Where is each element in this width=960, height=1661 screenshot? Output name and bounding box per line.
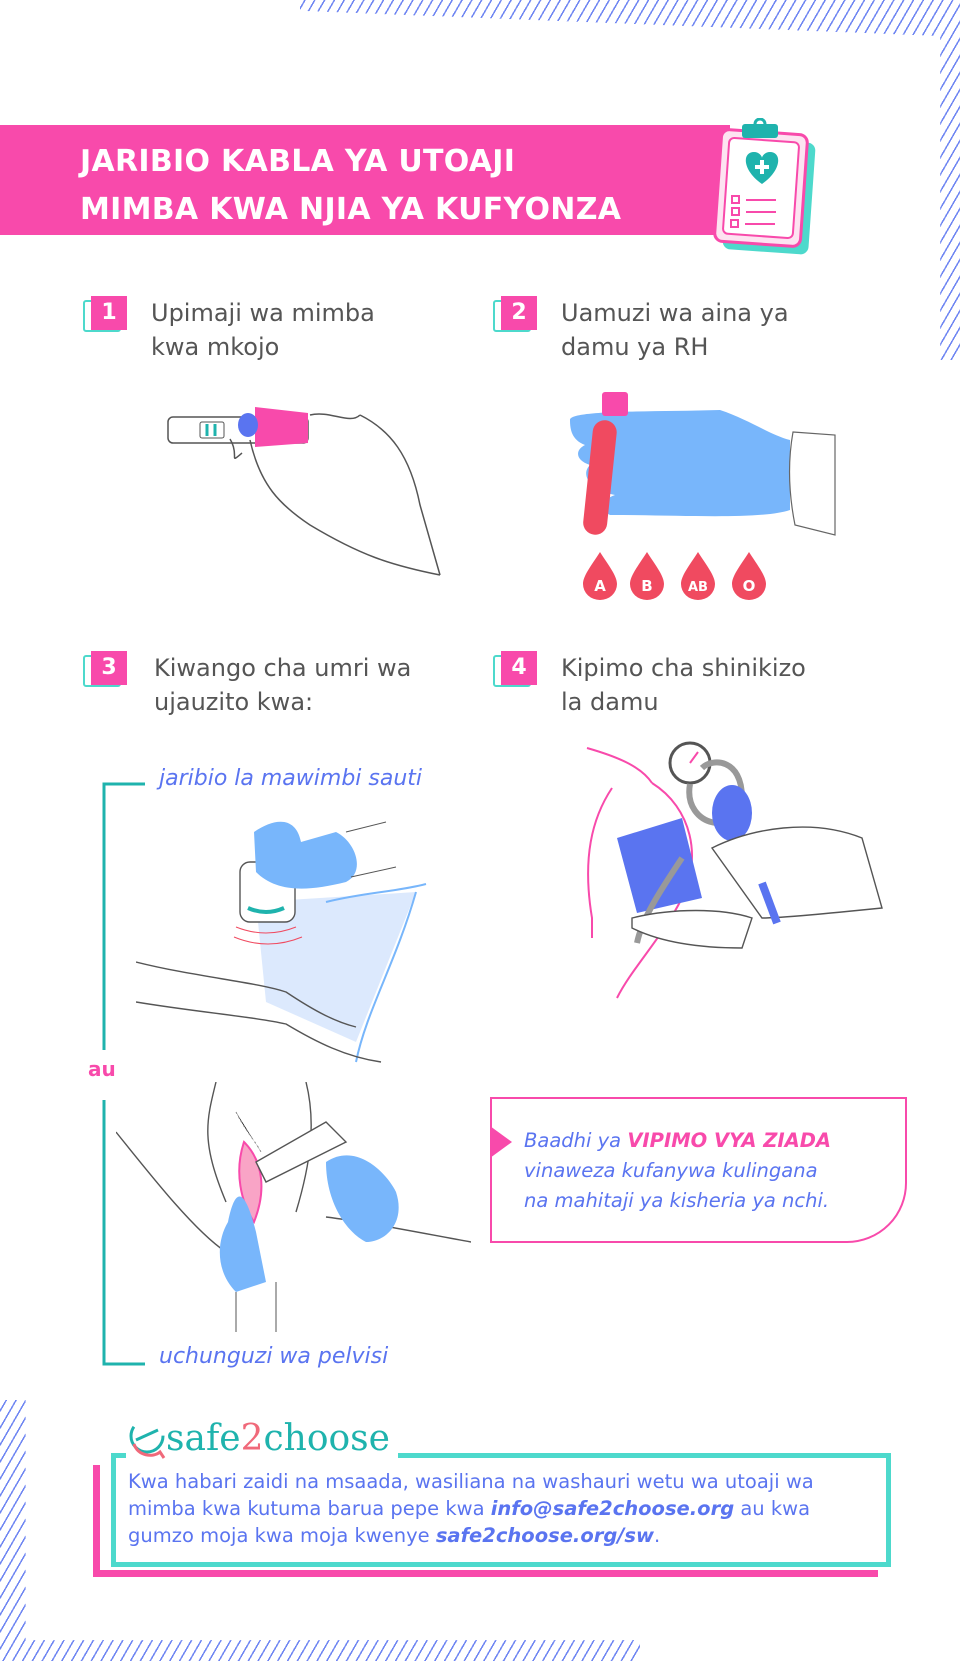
title-line-2: MIMBA KWA NJIA YA KUFYONZA	[80, 192, 622, 227]
title-banner	[0, 125, 730, 235]
blood-drop-icon: O	[732, 552, 766, 600]
method-pelvic-label: uchunguzi wa pelvisi	[159, 1344, 389, 1369]
footer-box	[111, 1453, 891, 1567]
footer-pink-frame	[93, 1465, 878, 1577]
svg-text:AB: AB	[688, 580, 708, 595]
blood-drop-icon: B	[630, 552, 664, 600]
additional-tests-note: Baadhi ya VIPIMO VYA ZIADA vinaweza kufa…	[524, 1129, 831, 1212]
svg-text:B: B	[641, 577, 652, 595]
step-4-badge: 4	[493, 651, 537, 687]
step-1-badge: 1	[83, 296, 127, 332]
title-line-1: JARIBIO KABLA YA UTOAJI	[80, 144, 516, 179]
method-ultrasound-label: jaribio la mawimbi sauti	[159, 766, 423, 791]
ultrasound-illustration	[136, 821, 427, 1063]
clipboard-icon	[713, 118, 816, 255]
step-2-badge: 2	[493, 296, 537, 332]
website-link[interactable]: safe2choose.org/sw	[435, 1524, 655, 1547]
blood-pressure-illustration	[586, 741, 883, 999]
method-bracket	[102, 782, 145, 1366]
or-separator: au	[88, 1057, 116, 1081]
svg-text:O: O	[743, 577, 756, 595]
page-title: JARIBIO KABLA YA UTOAJI MIMBA KWA NJIA Y…	[80, 138, 621, 234]
step-3-badge: 3	[83, 651, 127, 687]
blood-drop-icon: AB	[681, 552, 715, 600]
additional-tests-note-box	[490, 1097, 907, 1243]
logo-mark-icon	[129, 1418, 166, 1459]
blood-test-illustration	[570, 392, 836, 536]
footer-contact-text: Kwa habari zaidi na msaada, wasiliana na…	[128, 1470, 814, 1547]
blood-type-list: A B AB O	[583, 552, 766, 600]
svg-text:A: A	[594, 577, 606, 595]
pregnancy-test-illustration	[167, 407, 441, 576]
email-link[interactable]: info@safe2choose.org	[490, 1497, 735, 1520]
pelvic-exam-illustration	[116, 1082, 471, 1332]
blood-drop-icon: A	[583, 552, 617, 600]
note-arrow-icon	[490, 1126, 512, 1158]
